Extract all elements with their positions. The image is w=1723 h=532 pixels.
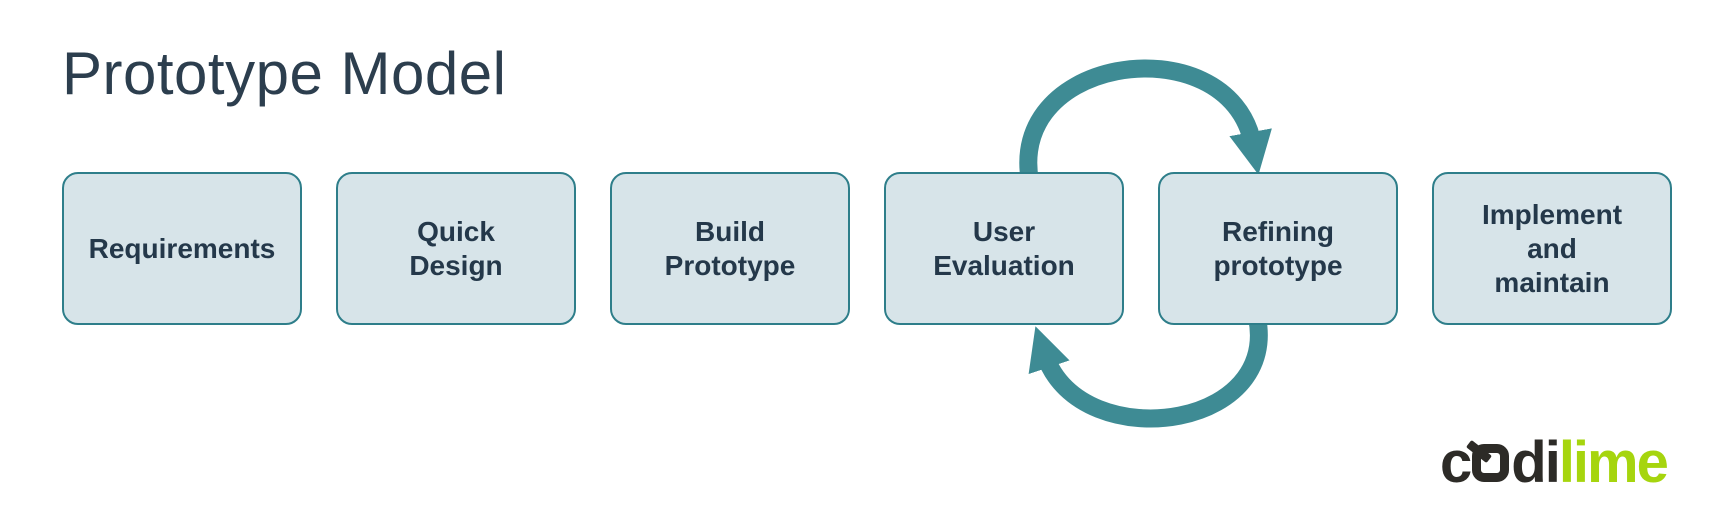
step-box-quick-design: Quick Design [336, 172, 576, 325]
logo-text-c: c [1440, 430, 1472, 495]
process-steps-row: Requirements Quick Design Build Prototyp… [62, 172, 1672, 325]
page-title: Prototype Model [62, 40, 507, 107]
step-box-user-evaluation: User Evaluation [884, 172, 1124, 325]
logo-text-lime: lime [1558, 430, 1669, 495]
step-box-requirements: Requirements [62, 172, 302, 325]
step-box-refining-prototype: Refining prototype [1158, 172, 1398, 325]
cycle-arrow-bottom [1028, 296, 1268, 428]
cycle-arrow-top [1019, 59, 1272, 203]
logo-text-di: di [1511, 430, 1561, 495]
step-box-implement-maintain: Implement and maintain [1432, 172, 1672, 325]
step-box-build-prototype: Build Prototype [610, 172, 850, 325]
logo-o-glyph [1472, 444, 1510, 482]
